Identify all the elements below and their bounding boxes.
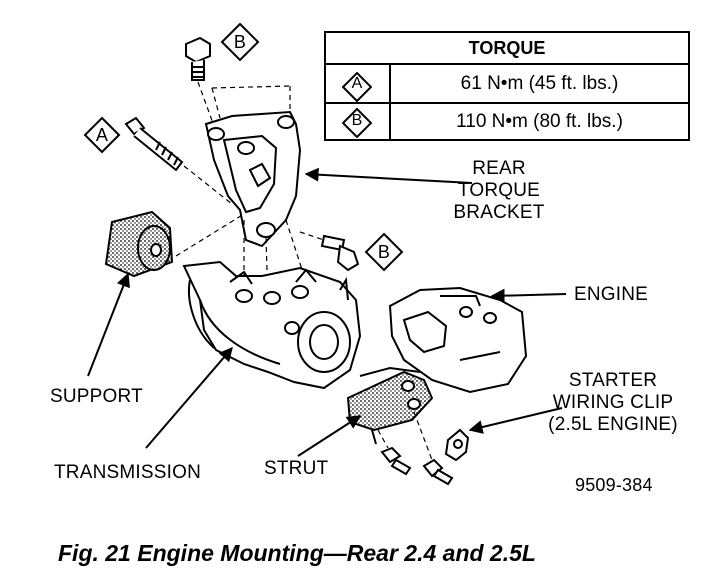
- left-bolt: [124, 116, 184, 172]
- side-bolt: [320, 234, 360, 272]
- torque-row-b-value: 110 N•m (80 ft. lbs.): [456, 111, 623, 132]
- support-cushion: [104, 210, 174, 278]
- starter-wiring-clip-label: STARTER WIRING CLIP (2.5L ENGINE): [548, 370, 678, 435]
- diamond-b-icon: [342, 108, 372, 138]
- rear-torque-bracket-art: [204, 110, 302, 248]
- torque-row-b: B 110 N•m (80 ft. lbs.): [326, 102, 688, 139]
- side-bolt-badge: B: [377, 242, 391, 262]
- torque-row-a: A 61 N•m (45 ft. lbs.): [326, 63, 688, 102]
- engine-label: ENGINE: [574, 284, 649, 305]
- rear-torque-bracket-label: REAR TORQUE BRACKET: [453, 158, 545, 223]
- torque-table-header: TORQUE: [468, 38, 546, 58]
- support-label: SUPPORT: [50, 386, 143, 407]
- strut-label: STRUT: [264, 458, 329, 479]
- transmission-housing: [182, 260, 362, 390]
- top-bolt: [185, 36, 211, 81]
- top-bolt-badge: B: [233, 32, 247, 52]
- badge-diamonds: [83, 22, 404, 272]
- transmission-label: TRANSMISSION: [54, 462, 202, 483]
- torque-row-a-value: 61 N•m (45 ft. lbs.): [460, 73, 619, 94]
- leader-arrows: [87, 167, 567, 457]
- torque-row-b-badge: B: [351, 112, 363, 129]
- torque-row-a-badge: A: [351, 75, 363, 92]
- left-bolt-badge: A: [95, 125, 109, 145]
- torque-table: TORQUE A 61 N•m (45 ft. lbs.) B 110 N•m …: [324, 31, 690, 141]
- diamond-a-icon: [342, 72, 372, 102]
- figure-id: 9509-384: [575, 475, 653, 495]
- engine-block: [359, 286, 528, 394]
- strut-art: [346, 370, 434, 445]
- strut-bolts: [380, 446, 454, 486]
- figure-caption: Fig. 21 Engine Mounting—Rear 2.4 and 2.5…: [58, 540, 536, 566]
- starter-wiring-clip-art: [444, 428, 470, 462]
